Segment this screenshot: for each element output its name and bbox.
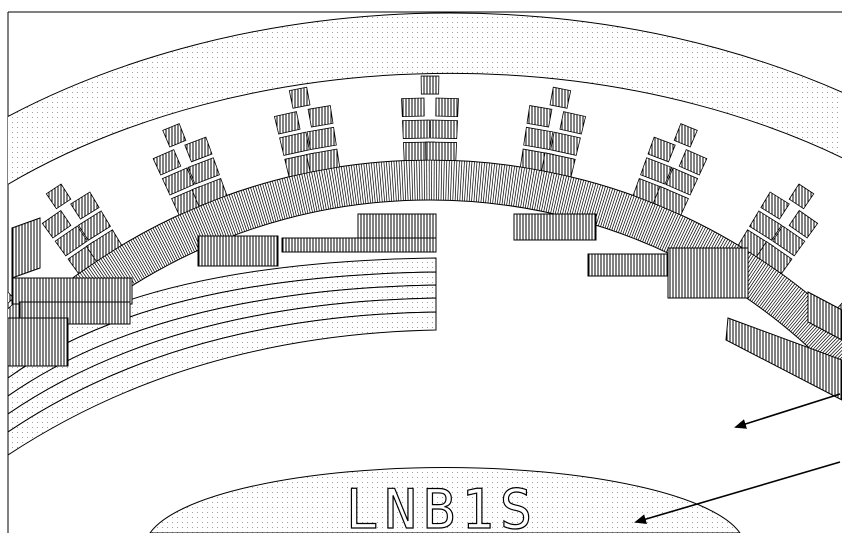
arrow-to-open-region [734, 393, 841, 429]
hatched-step-blocks [8, 213, 842, 401]
outer-dotted-ring [8, 12, 842, 185]
cell-label-text: LNB1S [346, 478, 539, 533]
hatched-finger-band [8, 75, 842, 393]
inner-dotted-rings [8, 257, 437, 456]
arrow-to-label-arc [634, 461, 841, 524]
